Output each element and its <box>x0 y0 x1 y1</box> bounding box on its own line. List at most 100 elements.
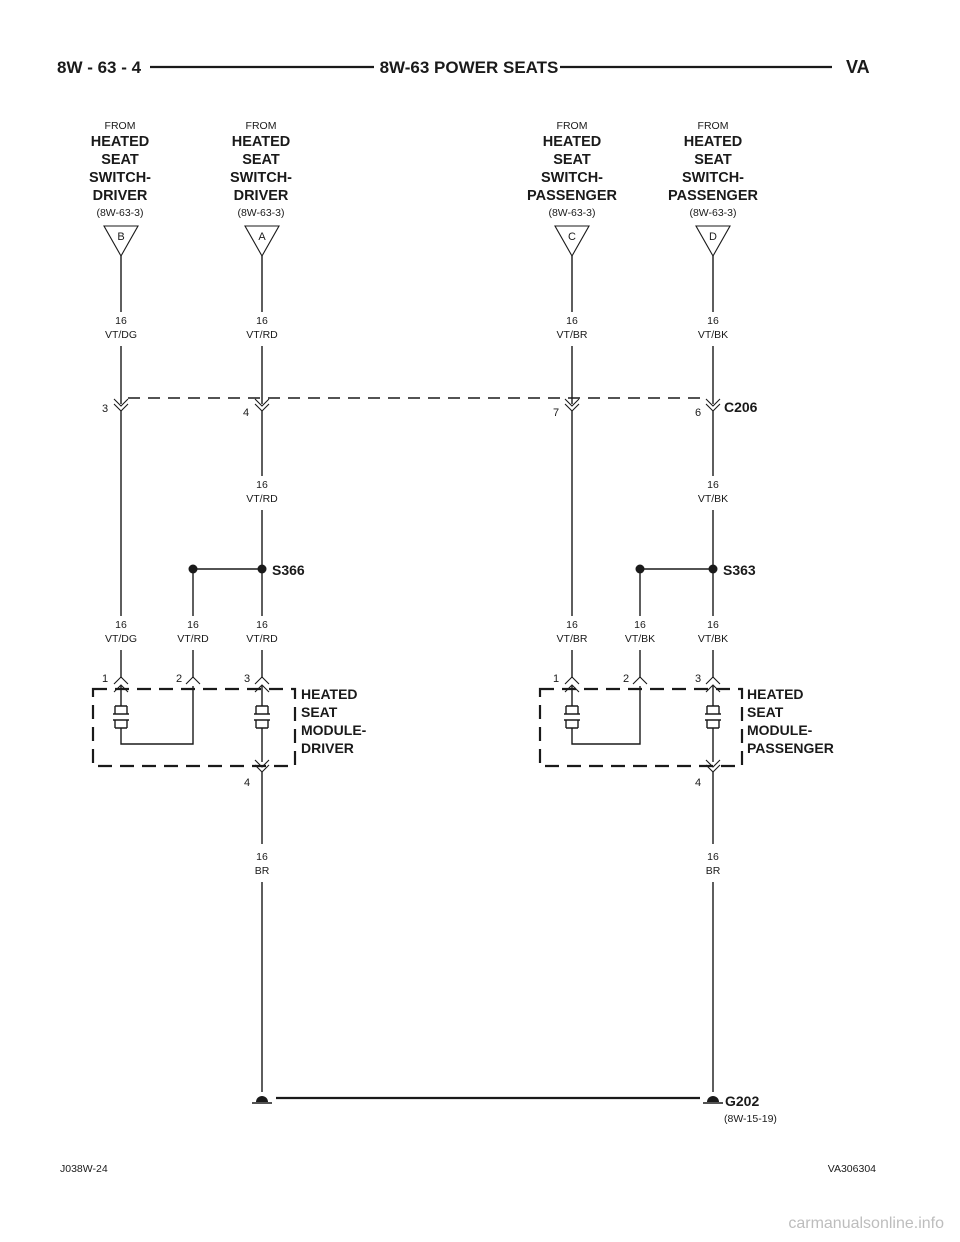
source-passenger-d: FROM HEATED SEAT SWITCH- PASSENGER (8W-6… <box>668 120 759 258</box>
heater-element-icon <box>705 686 721 762</box>
module-label-line: HEATED <box>747 686 804 702</box>
wire-color: VT/BK <box>625 633 655 645</box>
c206-pin: 6 <box>695 407 701 419</box>
wire-color: VT/RD <box>177 633 209 645</box>
source-pin: A <box>258 231 266 243</box>
c206-terminals <box>113 398 721 412</box>
source-pin: B <box>117 231 124 243</box>
wire-gauge: 16 <box>707 619 719 631</box>
source-ref: (8W-63-3) <box>237 207 284 219</box>
connector-triangle-icon <box>244 225 280 258</box>
splice-label: S366 <box>272 562 305 578</box>
module-label-line: SEAT <box>747 704 784 720</box>
wire-gauge: 16 <box>115 315 127 327</box>
source-line: HEATED <box>232 134 291 150</box>
wire-color: VT/BK <box>698 329 728 341</box>
terminal-chevron-icon <box>185 676 201 685</box>
wire-gauge: 16 <box>707 315 719 327</box>
c206-pin: 3 <box>102 403 108 415</box>
splice-s363: S363 <box>635 562 756 616</box>
source-line: SWITCH- <box>682 170 744 186</box>
source-line: HEATED <box>91 134 150 150</box>
source-line: SWITCH- <box>230 170 292 186</box>
source-line: SWITCH- <box>541 170 603 186</box>
page-code: 8W - 63 - 4 <box>57 58 142 77</box>
module-pin: 2 <box>623 673 629 685</box>
wire-color: VT/RD <box>246 493 278 505</box>
module-pin: 2 <box>176 673 182 685</box>
module-label-line: MODULE- <box>301 722 367 738</box>
footer-right-code: VA306304 <box>828 1163 876 1175</box>
module-heated-seat-passenger: 1 2 3 4 HEATED SEAT MODULE- PASSENGER <box>538 673 834 789</box>
wire-gauge: 16 <box>256 619 268 631</box>
ground-point-icon <box>256 1096 268 1102</box>
source-line: SEAT <box>242 152 280 168</box>
source-line: SEAT <box>553 152 591 168</box>
wire-color: VT/DG <box>105 633 137 645</box>
source-pin: C <box>568 231 576 243</box>
wire-gauge: 16 <box>566 619 578 631</box>
source-pin: D <box>709 231 717 243</box>
wire-color: BR <box>706 865 721 877</box>
module-pin: 4 <box>244 777 250 789</box>
wire-color: VT/RD <box>246 329 278 341</box>
wire-gauge: 16 <box>187 619 199 631</box>
module-heated-seat-driver: 1 2 3 4 HEATED SEAT MODULE- DRIVER <box>91 673 367 789</box>
module-label-line: HEATED <box>301 686 358 702</box>
connector-triangle-icon <box>695 225 731 258</box>
wire-gauge: 16 <box>115 619 127 631</box>
ground-ref: (8W-15-19) <box>724 1113 777 1125</box>
heater-element-icon <box>254 686 270 762</box>
connector-triangle-icon <box>103 225 139 258</box>
splice-label: S363 <box>723 562 756 578</box>
terminal-chevron-icon <box>564 676 580 693</box>
module-label-line: DRIVER <box>301 740 354 756</box>
source-line: PASSENGER <box>527 188 618 204</box>
connector-triangle-icon <box>554 225 590 258</box>
module-outline <box>91 687 297 768</box>
heater-element-icon <box>564 686 641 745</box>
splice-s366: S366 <box>188 562 305 616</box>
page-title: 8W-63 POWER SEATS <box>380 58 559 77</box>
wire-color: VT/BR <box>557 633 588 645</box>
module-outline <box>538 687 744 768</box>
source-ref: (8W-63-3) <box>689 207 736 219</box>
c206-pin: 4 <box>243 407 249 419</box>
source-ref: (8W-63-3) <box>96 207 143 219</box>
wire-gauge: 16 <box>634 619 646 631</box>
source-line: HEATED <box>543 134 602 150</box>
source-line: DRIVER <box>234 188 289 204</box>
ground-point-icon <box>707 1096 719 1102</box>
source-passenger-c: FROM HEATED SEAT SWITCH- PASSENGER (8W-6… <box>527 120 618 258</box>
module-pin: 1 <box>553 673 559 685</box>
terminal-chevron-icon <box>254 676 270 693</box>
wire-color: VT/BK <box>698 633 728 645</box>
source-line: DRIVER <box>93 188 148 204</box>
wire-color: VT/RD <box>246 633 278 645</box>
source-from: FROM <box>698 120 729 132</box>
wire-color: VT/BK <box>698 493 728 505</box>
wire-color: VT/DG <box>105 329 137 341</box>
brand-mark: VA <box>846 57 870 77</box>
source-line: PASSENGER <box>668 188 759 204</box>
wire-color: BR <box>255 865 270 877</box>
ground-g202: G202 (8W-15-19) <box>252 1093 777 1125</box>
module-pin: 1 <box>102 673 108 685</box>
wire-gauge: 16 <box>566 315 578 327</box>
wire-gauge: 16 <box>707 851 719 863</box>
source-from: FROM <box>246 120 277 132</box>
wire-gauge: 16 <box>256 315 268 327</box>
source-line: SEAT <box>694 152 732 168</box>
terminal-chevron-icon <box>632 676 648 685</box>
source-ref: (8W-63-3) <box>548 207 595 219</box>
source-driver-a: FROM HEATED SEAT SWITCH- DRIVER (8W-63-3… <box>230 120 292 258</box>
terminal-chevron-icon <box>705 676 721 693</box>
source-driver-b: FROM HEATED SEAT SWITCH- DRIVER (8W-63-3… <box>89 120 151 258</box>
footer-left-code: J038W-24 <box>60 1163 108 1175</box>
terminal-chevron-icon <box>113 676 129 693</box>
module-pin: 4 <box>695 777 701 789</box>
connector-c206-label: C206 <box>724 399 758 415</box>
module-label-line: SEAT <box>301 704 338 720</box>
wire-gauge: 16 <box>707 479 719 491</box>
